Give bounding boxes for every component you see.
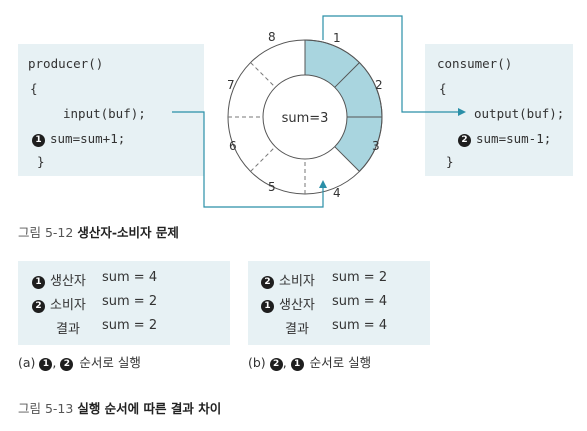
table-b-sub-m2: 1 [290,358,304,371]
caption-5-13-prefix: 그림 5-13 [18,401,74,416]
slot-label-5: 5 [268,180,276,194]
table-b-marker-1: 2 [261,276,274,289]
divider-5-6 [250,146,276,172]
table-a-sub-m2: 2 [60,358,74,371]
table-a-value-2: sum = 2 [102,294,158,309]
table-a-value-3: sum = 2 [102,318,158,333]
slot-label-7: 7 [227,78,235,92]
caption-5-12-prefix: 그림 5-12 [18,225,74,240]
producer-line-input: input(buf); [63,106,146,121]
step-1-badge: 1 [32,134,45,147]
divider-1-2 [334,62,360,88]
consumer-line-output: output(buf); [474,106,565,121]
table-b-value-1: sum = 2 [332,270,388,285]
consumer-box [425,44,573,176]
table-a-marker-2: 2 [32,300,45,313]
table-a-role-1: 생산자 [50,274,86,289]
table-a-role-3: 결과 [56,322,80,337]
slot-label-6: 6 [229,139,237,153]
table-a-role-2: 소비자 [50,298,86,313]
table-b-row-2: 1 생산자 [261,294,315,313]
producer-arrowhead [319,180,327,188]
table-b-sub-text: 순서로 실행 [309,355,372,370]
table-b-sub-prefix: (b) [248,355,266,370]
caption-5-13: 그림 5-13 실행 순서에 따른 결과 차이 [18,398,221,417]
producer-open-brace: { [30,81,38,96]
slot-label-8: 8 [268,30,276,44]
table-b-value-2: sum = 4 [332,294,388,309]
ring-center-label: sum=3 [282,111,329,126]
consumer-line-sum: 2 sum=sum-1; [458,131,551,147]
table-a-row-2: 2 소비자 [32,294,86,313]
caption-5-12-title: 생산자-소비자 문제 [77,225,179,240]
slot-label-1: 1 [333,31,341,45]
producer-title: producer() [28,56,104,71]
table-b-role-1: 소비자 [279,274,315,289]
producer-sum-text: sum=sum+1; [50,131,126,146]
table-a-sub-text: 순서로 실행 [79,355,141,370]
table-b-marker-2: 1 [261,300,274,313]
step-2-badge: 2 [458,134,471,147]
consumer-arrowhead [458,108,466,116]
table-b-sub-m1: 2 [269,358,283,371]
table-b-subcaption: (b) 2, 1 순서로 실행 [248,355,372,371]
table-a-box [18,261,230,345]
table-a-sub-prefix: (a) [18,355,36,370]
consumer-arrow [322,15,460,113]
producer-close-brace: } [37,154,45,169]
table-a-sub-m1: 1 [39,358,53,371]
caption-5-13-title: 실행 순서에 따른 결과 차이 [77,401,222,416]
table-b-row-1: 2 소비자 [261,270,315,289]
producer-arrow [172,111,324,208]
consumer-sum-text: sum=sum-1; [476,131,552,146]
table-b-role-2: 생산자 [279,298,315,313]
slot-label-2: 2 [375,78,383,92]
ring-buffer-diagram: 1 2 3 4 5 6 7 8 sum=3 [172,15,466,208]
table-a-value-1: sum = 4 [102,270,158,285]
slot-label-4: 4 [333,186,341,200]
divider-7-8 [250,62,276,88]
table-a-marker-1: 1 [32,276,45,289]
producer-line-sum: 1 sum=sum+1; [32,131,125,147]
consumer-open-brace: { [439,81,447,96]
producer-box [18,44,204,176]
table-a-row-1: 1 생산자 [32,270,86,289]
consumer-title: consumer() [437,56,513,71]
caption-5-12: 그림 5-12 생산자-소비자 문제 [18,222,179,241]
consumer-close-brace: } [446,154,454,169]
divider-3-4 [334,146,360,172]
table-a-subcaption: (a) 1, 2 순서로 실행 [18,355,141,371]
slot-label-3: 3 [372,139,380,153]
table-b-value-3: sum = 4 [332,318,388,333]
table-b-role-3: 결과 [285,322,309,337]
table-b-box [248,261,430,345]
